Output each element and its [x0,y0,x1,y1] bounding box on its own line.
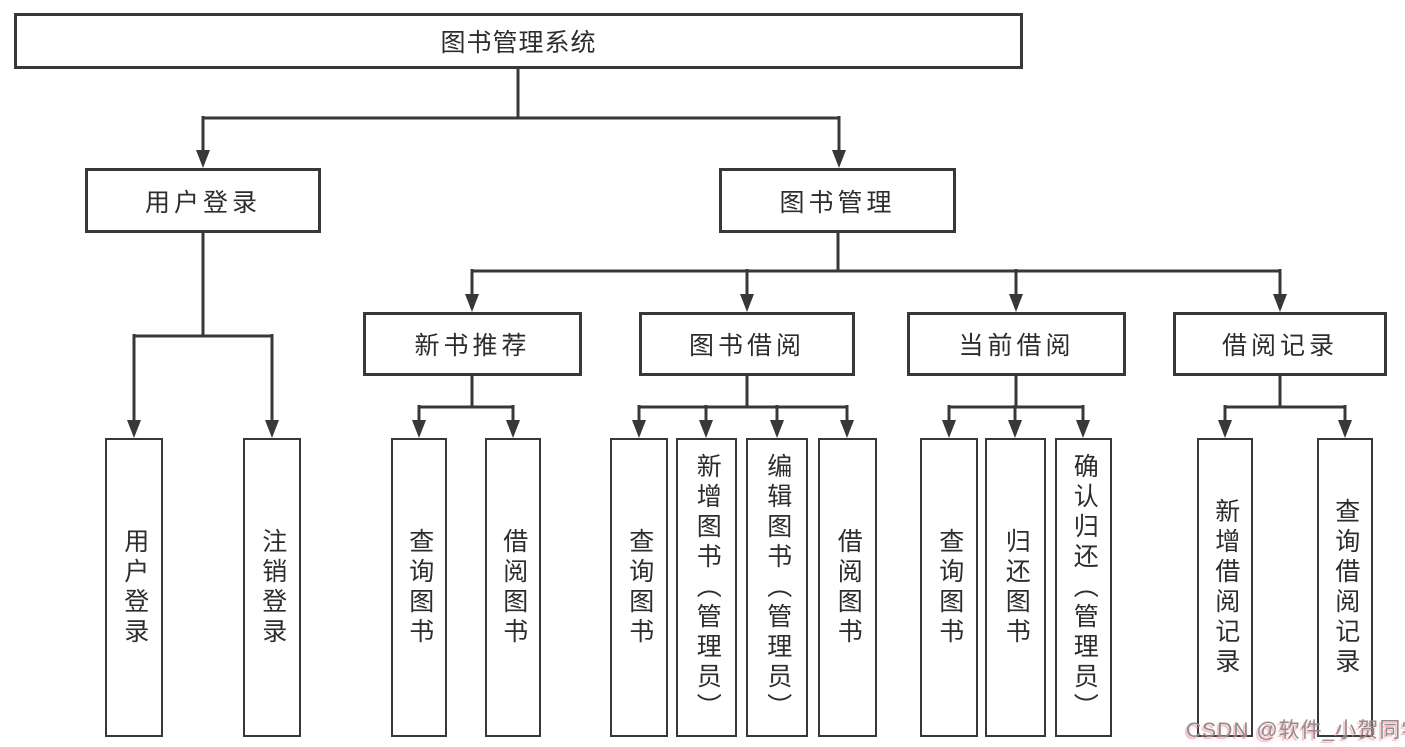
leaf-user-login-label: 用户登录 [120,527,149,648]
leaf-user-login: 用户登录 [105,438,163,737]
leaf-confirm-return-admin: 确认归还（管理员） [1055,438,1112,737]
leaf-add-borrow-record: 新增借阅记录 [1197,438,1253,737]
leaf-borrow-books-recommend-label: 借阅图书 [499,527,528,648]
leaf-edit-books-admin: 编辑图书（管理员） [746,438,808,737]
leaf-query-books-current: 查询图书 [920,438,978,737]
connector-user-login-children [132,233,274,420]
leaf-query-books-recommend: 查询图书 [391,438,447,737]
node-borrowing-records: 借阅记录 [1173,312,1387,376]
leaf-return-books: 归还图书 [985,438,1046,737]
node-book-management: 图书管理 [719,168,956,233]
node-book-borrowing-label: 图书借阅 [688,332,805,360]
node-book-management-label: 图书管理 [779,188,896,217]
node-new-book-recommendation: 新书推荐 [363,312,582,376]
leaf-borrow-books-recommend: 借阅图书 [485,438,541,737]
leaf-add-books-admin: 新增图书（管理员） [676,438,737,737]
node-library-management-system-label: 图书管理系统 [440,29,597,57]
node-new-book-recommendation-label: 新书推荐 [414,332,531,360]
node-user-login-label: 用户登录 [144,188,261,217]
leaf-borrow-books: 借阅图书 [818,438,877,737]
connector-book-borrow-children [637,376,849,420]
leaf-logout-label: 注销登录 [258,527,287,648]
leaf-edit-books-admin-label: 编辑图书（管理员） [763,452,792,723]
connector-current-borrow-children [947,376,1085,420]
leaf-query-books-recommend-label: 查询图书 [405,527,434,648]
arrowheads-book-management-children [465,294,1287,312]
arrowheads-level1 [196,150,846,168]
node-book-borrowing: 图书借阅 [639,312,855,376]
arrowheads-book-borrow-children [632,420,854,438]
leaf-logout: 注销登录 [243,438,301,737]
node-borrowing-records-label: 借阅记录 [1221,332,1338,360]
leaf-confirm-return-admin-label: 确认归还（管理员） [1070,452,1099,723]
arrowheads-user-login-children [127,420,279,438]
leaf-query-borrow-record: 查询借阅记录 [1317,438,1373,737]
leaf-query-borrow-record-label: 查询借阅记录 [1331,497,1360,678]
node-current-borrowing-label: 当前借阅 [958,332,1075,360]
connector-borrow-record-children [1223,376,1347,420]
node-current-borrowing: 当前借阅 [907,312,1126,376]
connector-new-book-children [417,376,515,420]
arrowheads-new-book-children [412,420,520,438]
connector-book-management-children [470,233,1282,294]
arrowheads-borrow-record-children [1218,420,1352,438]
leaf-query-books-current-label: 查询图书 [935,527,964,648]
node-user-login: 用户登录 [85,168,321,233]
leaf-add-borrow-record-label: 新增借阅记录 [1211,497,1240,678]
leaf-return-books-label: 归还图书 [1002,527,1031,648]
leaf-add-books-admin-label: 新增图书（管理员） [693,452,722,723]
connector-root-to-level1 [201,69,841,150]
node-library-management-system: 图书管理系统 [14,13,1023,69]
arrowheads-current-borrow-children [942,420,1090,438]
leaf-query-books-borrow: 查询图书 [610,438,668,737]
leaf-query-books-borrow-label: 查询图书 [625,527,654,648]
csdn-watermark: CSDN @软件_小贺同学 [1186,719,1405,742]
leaf-borrow-books-label: 借阅图书 [834,527,863,648]
